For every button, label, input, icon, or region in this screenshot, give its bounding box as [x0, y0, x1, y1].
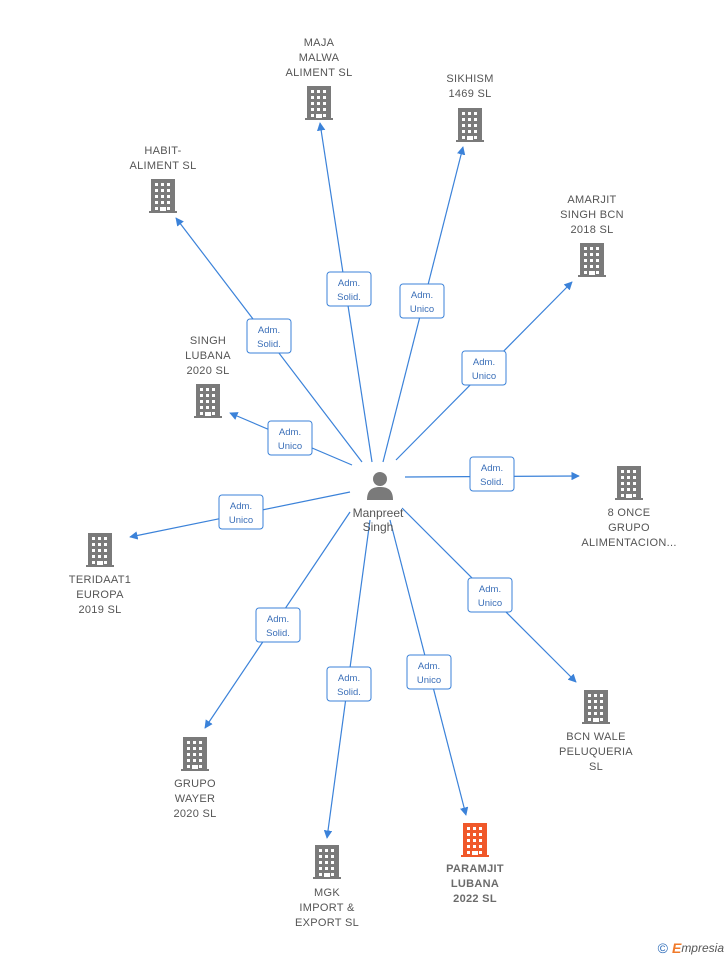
person-name-line-1: Manpreet: [353, 506, 404, 520]
company-name-line: GRUPO: [174, 778, 216, 790]
role-badge-teridaat: Adm. Unico: [218, 494, 264, 530]
company-name-line: 2022 SL: [453, 893, 497, 905]
company-node-once[interactable]: 8 ONCE GRUPO ALIMENTACION...: [581, 466, 676, 549]
role-text: Adm.: [411, 290, 433, 301]
building-icon: [149, 179, 177, 213]
company-name-line: SINGH: [190, 335, 226, 347]
brand-logo-text: mpresia: [681, 941, 724, 955]
roles-layer: Adm.Solid.Adm.UnicoAdm.Solid.Adm.UnicoAd…: [218, 271, 515, 702]
role-badge-bcn-wale: Adm. Unico: [467, 577, 513, 613]
company-name-line: 2018 SL: [570, 224, 613, 236]
role-text: Unico: [478, 598, 502, 609]
company-name-line: TERIDAAT1: [69, 574, 131, 586]
role-text: Adm.: [473, 357, 495, 368]
role-text: Solid.: [337, 292, 361, 303]
role-text: Adm.: [479, 584, 501, 595]
company-node-habit[interactable]: HABIT- ALIMENT SL: [130, 145, 197, 213]
role-text: Solid.: [480, 477, 504, 488]
company-node-maja[interactable]: MAJA MALWA ALIMENT SL: [286, 37, 353, 120]
company-node-sikhism[interactable]: SIKHISM 1469 SL: [446, 73, 493, 142]
role-text: Adm.: [418, 661, 440, 672]
company-name-line: GRUPO: [608, 522, 650, 534]
company-node-amarjit[interactable]: AMARJIT SINGH BCN 2018 SL: [560, 194, 624, 277]
copyright-icon: ©: [657, 940, 668, 956]
company-node-singh-lubana[interactable]: SINGH LUBANA 2020 SL: [185, 335, 231, 418]
company-name-line: IMPORT &: [299, 902, 355, 914]
company-name-line: WAYER: [175, 793, 216, 805]
company-name-line: EUROPA: [76, 589, 124, 601]
company-name-line: EXPORT SL: [295, 917, 359, 929]
building-icon: [194, 384, 222, 418]
role-text: Adm.: [267, 614, 289, 625]
company-name-line: ALIMENTACION...: [581, 537, 676, 549]
role-badge-amarjit: Adm. Unico: [461, 350, 507, 386]
company-name-line: AMARJIT: [567, 194, 616, 206]
role-badge-wayer: Adm. Solid.: [255, 607, 301, 643]
company-name-line: MAJA: [304, 37, 335, 49]
company-name-line: 2019 SL: [78, 604, 121, 616]
company-name-line: MGK: [314, 887, 340, 899]
company-name-line: SL: [589, 761, 603, 773]
role-text: Adm.: [338, 673, 360, 684]
role-badge-paramjit: Adm. Unico: [406, 654, 452, 690]
role-text: Solid.: [266, 628, 290, 639]
role-badge-maja: Adm. Solid.: [326, 271, 372, 307]
building-icon: [578, 243, 606, 277]
company-node-bcn-wale[interactable]: BCN WALE PELUQUERIA SL: [559, 690, 633, 773]
company-name-line: MALWA: [299, 52, 340, 64]
role-text: Solid.: [337, 687, 361, 698]
building-icon: [615, 466, 643, 500]
company-name-line: 8 ONCE: [608, 507, 651, 519]
building-icon: [456, 108, 484, 142]
building-icon: [582, 690, 610, 724]
brand-logo-letter: E: [671, 940, 682, 956]
role-text: Adm.: [338, 278, 360, 289]
company-name-line: 2020 SL: [186, 365, 229, 377]
role-text: Adm.: [258, 325, 280, 336]
building-icon: [461, 823, 489, 857]
building-icon: [305, 86, 333, 120]
role-badge-once: Adm. Solid.: [469, 456, 515, 492]
role-text: Unico: [417, 675, 441, 686]
role-text: Unico: [472, 371, 496, 382]
company-name-line: SIKHISM: [446, 73, 493, 85]
role-text: Adm.: [279, 427, 301, 438]
company-name-line: SINGH BCN: [560, 209, 624, 221]
role-text: Solid.: [257, 339, 281, 350]
company-node-wayer[interactable]: GRUPO WAYER 2020 SL: [173, 737, 216, 820]
nodes-layer: MAJA MALWA ALIMENT SL SIKHISM 1469 SL HABIT- A…: [69, 37, 677, 929]
role-badge-sikhism: Adm. Unico: [399, 283, 445, 319]
company-name-line: ALIMENT SL: [286, 67, 353, 79]
role-text: Unico: [410, 304, 434, 315]
role-badge-singh-lubana: Adm. Unico: [267, 420, 313, 456]
person-icon: [367, 472, 393, 500]
company-name-line: HABIT-: [144, 145, 181, 157]
building-icon: [181, 737, 209, 771]
role-badge-habit: Adm. Solid.: [246, 318, 292, 354]
role-text: Unico: [229, 515, 253, 526]
company-node-paramjit[interactable]: PARAMJIT LUBANA 2022 SL: [446, 823, 504, 905]
building-icon: [86, 533, 114, 567]
company-name-line: PELUQUERIA: [559, 746, 633, 758]
company-name-line: BCN WALE: [566, 731, 625, 743]
company-name-line: 1469 SL: [448, 88, 491, 100]
company-name-line: ALIMENT SL: [130, 160, 197, 172]
role-text: Unico: [278, 441, 302, 452]
company-name-line: LUBANA: [185, 350, 231, 362]
role-text: Adm.: [230, 501, 252, 512]
company-name-line: 2020 SL: [173, 808, 216, 820]
person-node[interactable]: Manpreet Singh: [353, 472, 404, 534]
company-name-line: PARAMJIT: [446, 863, 504, 875]
role-badge-mgk: Adm. Solid.: [326, 666, 372, 702]
building-icon: [313, 845, 341, 879]
role-text: Adm.: [481, 463, 503, 474]
company-node-mgk[interactable]: MGK IMPORT & EXPORT SL: [295, 845, 359, 929]
company-name-line: LUBANA: [451, 878, 499, 890]
person-name-line-2: Singh: [363, 520, 394, 534]
